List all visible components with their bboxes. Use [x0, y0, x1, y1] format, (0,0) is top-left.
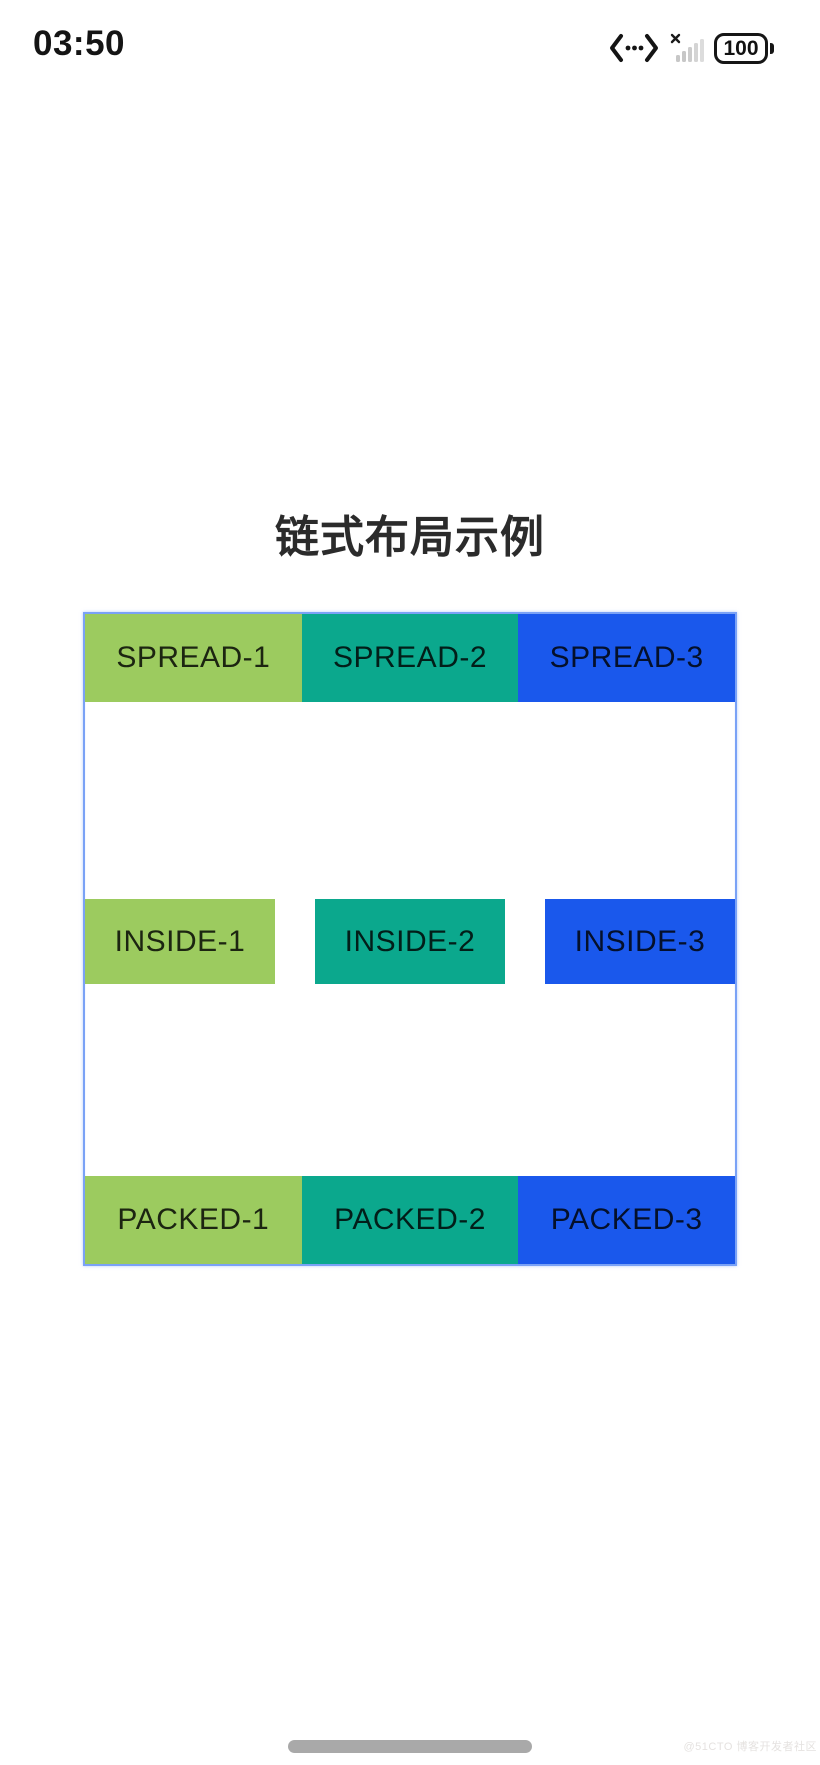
chain-box-spread-3: SPREAD-3 [518, 614, 736, 702]
no-signal-icon [670, 33, 704, 63]
home-indicator-bar[interactable] [288, 1740, 532, 1753]
chain-box-packed-2: PACKED-2 [301, 1176, 519, 1264]
battery-indicator: 100 [714, 32, 774, 64]
chain-box-spread-1: SPREAD-1 [85, 614, 302, 702]
watermark-text: @51CTO 博客开发者社区 [683, 1741, 817, 1753]
battery-level-text: 100 [714, 32, 768, 64]
chain-box-inside-3: INSIDE-3 [545, 899, 735, 984]
chain-box-inside-2: INSIDE-2 [315, 899, 505, 984]
chain-box-spread-2: SPREAD-2 [301, 614, 519, 702]
chain-row-spread: SPREAD-1 SPREAD-2 SPREAD-3 [85, 614, 736, 702]
chain-row-packed: PACKED-1 PACKED-2 PACKED-3 [85, 1176, 736, 1264]
status-time: 03:50 [33, 24, 126, 63]
chain-box-packed-1: PACKED-1 [85, 1176, 302, 1264]
status-bar: 03:50 [0, 0, 820, 78]
page-title: 链式布局示例 [275, 513, 545, 562]
chain-layout-container: SPREAD-1 SPREAD-2 SPREAD-3 INSIDE-1 INSI… [83, 612, 737, 1266]
chain-box-inside-1: INSIDE-1 [85, 899, 275, 984]
chain-box-packed-3: PACKED-3 [518, 1176, 736, 1264]
status-icons: 100 [608, 30, 774, 66]
developer-mode-icon [608, 33, 660, 63]
battery-nub [770, 42, 774, 54]
chain-row-inside: INSIDE-1 INSIDE-2 INSIDE-3 [85, 899, 735, 984]
